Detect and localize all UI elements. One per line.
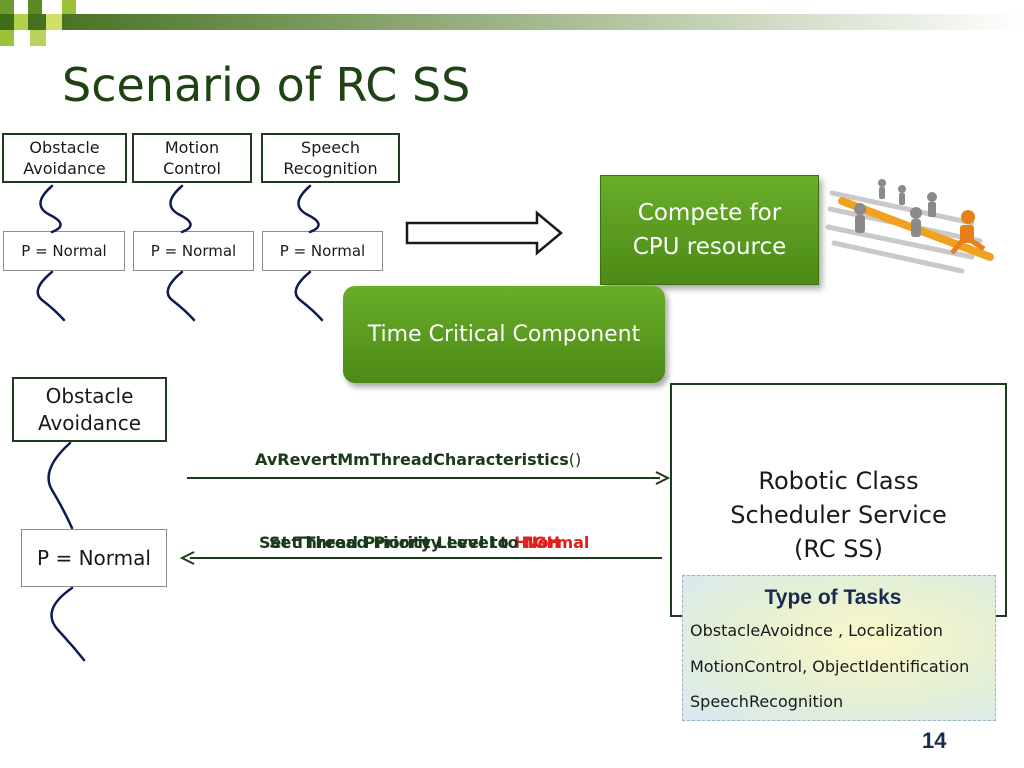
call-function-name: AvRevertMmThreadCharacteristics [255, 450, 569, 469]
reply-label-normal: Set Thread Priority Level to Normal [269, 533, 589, 552]
call-parens: () [568, 450, 582, 469]
reply-label-value: HIGH [514, 533, 561, 552]
priority-box: P = Normal [133, 231, 254, 271]
obstacle-avoidance-box: Obstacle Avoidance [2, 133, 127, 183]
obstacle-avoidance-box: Obstacle Avoidance [12, 377, 167, 442]
reply-label-high: Set Thread Priority Level to HIGH [259, 533, 560, 552]
slide-title: Scenario of RC SS [62, 58, 471, 112]
reply-label-value: Normal [524, 533, 590, 552]
priority-box: P = Normal [3, 231, 125, 271]
speech-recognition-box: Speech Recognition [261, 133, 400, 183]
motion-control-box: Motion Control [132, 133, 252, 183]
header-decoration [0, 0, 1024, 46]
page-number: 14 [922, 728, 947, 753]
compete-cpu-box: Compete for CPU resource [600, 175, 819, 285]
priority-box: P = Normal [262, 231, 383, 271]
call-label: AvRevertMmThreadCharacteristics() [255, 450, 581, 469]
competition-illustration [825, 179, 994, 274]
task-item: MotionControl, ObjectIdentification [690, 657, 970, 676]
time-critical-component-box: Time Critical Component [343, 286, 665, 383]
reply-label-text: Set Thread Priority Level to [259, 533, 515, 552]
task-item: SpeechRecognition [690, 692, 844, 711]
priority-box: P = Normal [21, 529, 167, 587]
scheduler-service-label: Robotic Class Scheduler Service (RC SS) [730, 467, 947, 563]
reply-label-text: Set Thread Priority Level to [269, 533, 525, 552]
task-types-title: Type of Tasks [764, 586, 902, 609]
task-types-panel [682, 575, 996, 721]
task-item: ObstacleAvoidnce , Localization [690, 621, 943, 640]
